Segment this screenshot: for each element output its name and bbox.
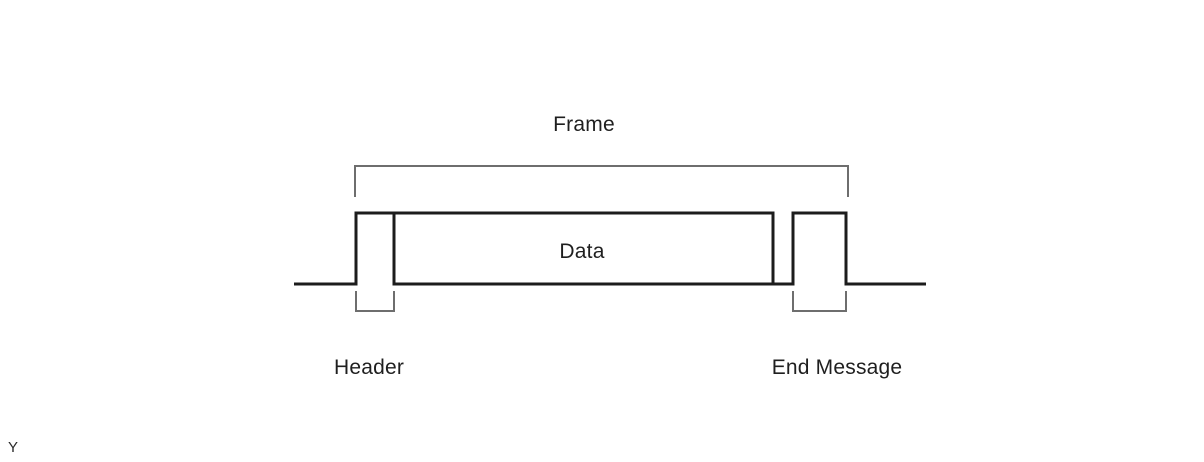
data-label: Data: [559, 240, 605, 263]
signal-header-and-data-box: [294, 211, 775, 286]
signal-end-message-pulse: [773, 211, 926, 286]
end-message-label: End Message: [771, 356, 903, 379]
frame-extent-bracket: [354, 165, 849, 197]
corner-y-label: Y: [8, 439, 19, 456]
header-label: Header: [333, 356, 405, 379]
end-message-width-bracket: [792, 291, 847, 312]
frame-label: Frame: [553, 113, 615, 136]
header-width-bracket: [355, 291, 395, 312]
